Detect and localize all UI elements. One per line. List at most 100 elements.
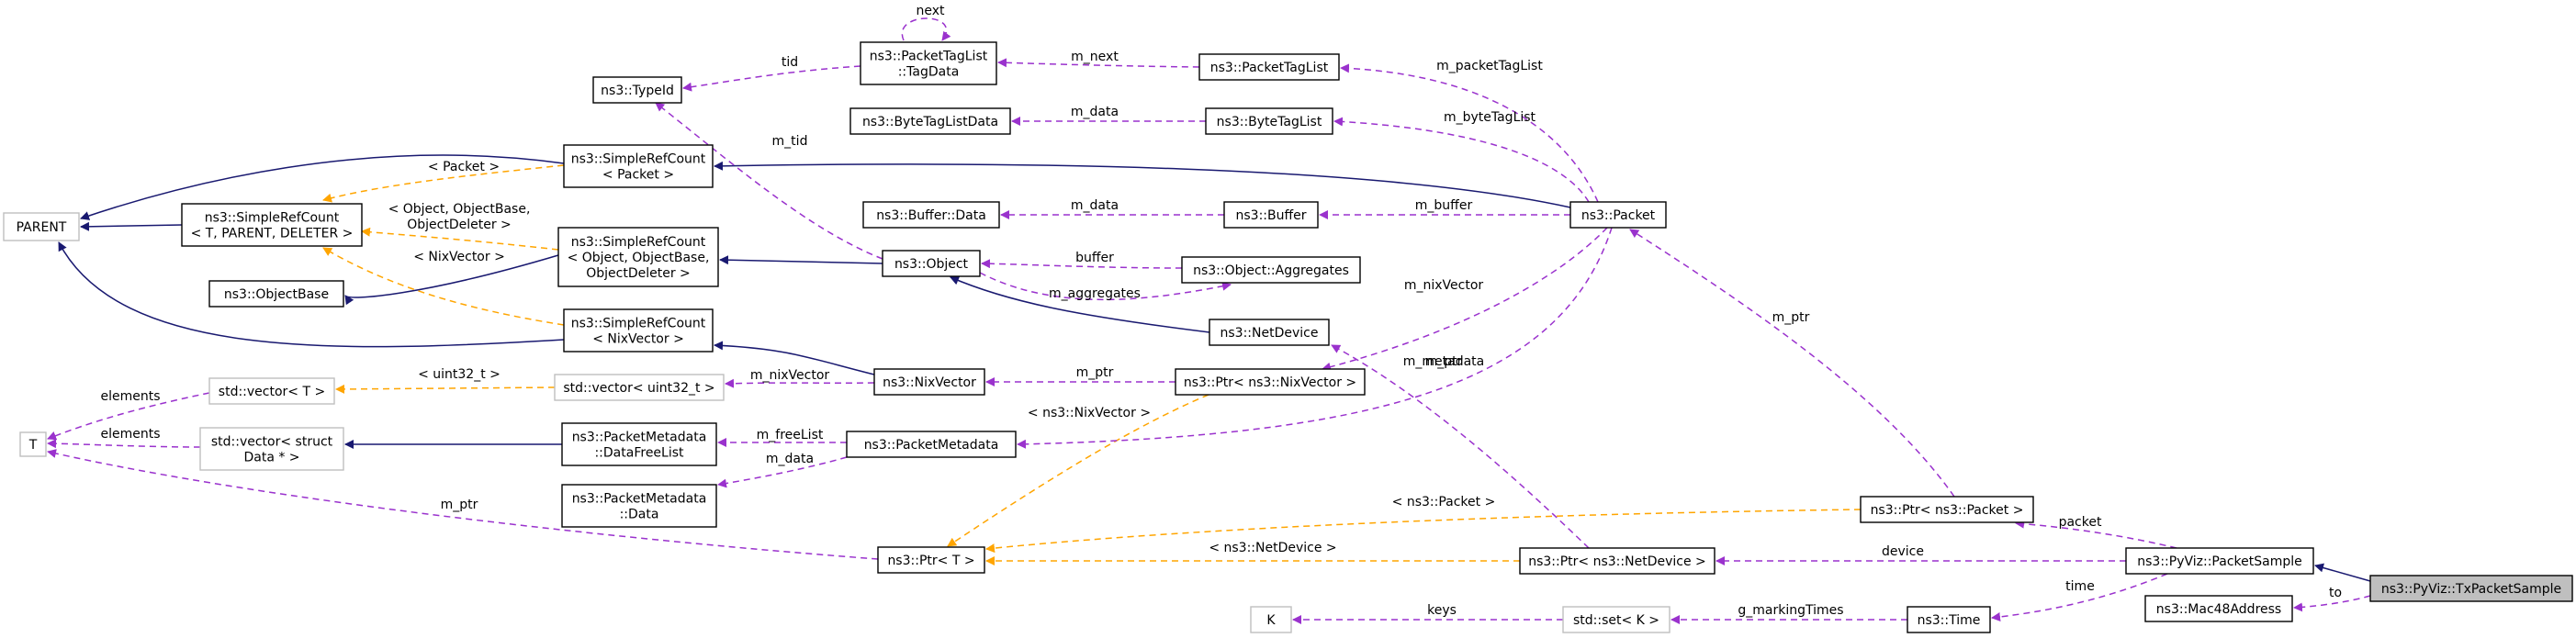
node-label: ns3::NixVector — [883, 375, 976, 390]
node-box — [561, 484, 717, 528]
node-ptr-netdevice[interactable]: ns3::Ptr< ns3::NetDevice > — [1519, 547, 1715, 575]
node-ptr-t[interactable]: ns3::Ptr< T > — [877, 546, 985, 574]
node-mac48-address[interactable]: ns3::Mac48Address — [2144, 595, 2293, 622]
edge-label-e45: to — [2329, 586, 2342, 600]
node-box — [846, 431, 1017, 458]
node-box — [1519, 547, 1715, 575]
node-std-vector-t[interactable]: std::vector< T > — [208, 377, 335, 405]
node-label: < T, PARENT, DELETER > — [191, 227, 354, 241]
node-simple-refcount-packet[interactable]: ns3::SimpleRefCount< Packet > — [563, 144, 714, 188]
node-std-vector-uint32[interactable]: std::vector< uint32_t > — [554, 374, 725, 401]
node-label: < Object, ObjectBase, — [568, 251, 710, 265]
edge-label-e43: keys — [1427, 603, 1457, 618]
node-box — [3, 212, 80, 241]
node-byte-tag-list[interactable]: ns3::ByteTagList — [1205, 107, 1333, 135]
node-net-device[interactable]: ns3::NetDevice — [1209, 319, 1330, 346]
node-parent[interactable]: PARENT — [3, 212, 80, 241]
edge-usage-e29 — [725, 378, 875, 388]
node-ptr-nixvector[interactable]: ns3::Ptr< ns3::NixVector > — [1175, 368, 1366, 396]
node-label: ns3::Buffer::Data — [876, 208, 986, 223]
node-box — [1175, 368, 1366, 396]
node-box — [563, 144, 714, 188]
edge-label-e19: elements — [100, 427, 160, 442]
node-label: ns3::PacketTagList — [1210, 61, 1329, 75]
node-ptr-packet[interactable]: ns3::Ptr< ns3::Packet > — [1860, 496, 2034, 523]
edge-label-e23: next — [916, 4, 945, 18]
node-packet[interactable]: ns3::Packet — [1569, 201, 1667, 229]
edge-label-e12: ObjectDeleter > — [407, 218, 512, 232]
node-simple-refcount-object[interactable]: ns3::SimpleRefCount< Object, ObjectBase,… — [557, 227, 719, 287]
edge-label-e22: m_tid — [772, 134, 808, 149]
node-label: ns3::PacketMetadata — [864, 438, 999, 453]
edge-label-e38: m_ptr — [1772, 310, 1810, 325]
edge-usage-e37 — [1017, 227, 1613, 449]
edge-usage-e23 — [901, 17, 951, 41]
node-object-aggregates[interactable]: ns3::Object::Aggregates — [1181, 256, 1361, 284]
edge-label-e36: m_nixVector — [1404, 278, 1484, 293]
edge-usage-e22 — [655, 102, 883, 260]
node-box — [1250, 606, 1292, 633]
edge-usage-e34 — [1333, 117, 1590, 203]
node-pyviz-tx-packet-sample[interactable]: ns3::PyViz::TxPacketSample — [2369, 575, 2573, 602]
node-k[interactable]: K — [1250, 606, 1292, 633]
edge-label-e35: m_buffer — [1415, 198, 1473, 213]
node-packet-tag-list-tagdata[interactable]: ns3::PacketTagList::TagData — [860, 41, 997, 85]
node-box — [862, 201, 1000, 229]
node-label: < NixVector > — [592, 332, 684, 347]
node-label: ns3::PacketMetadata — [572, 431, 707, 445]
node-box — [1205, 107, 1333, 135]
node-box — [1181, 256, 1361, 284]
node-object-base[interactable]: ns3::ObjectBase — [208, 280, 344, 308]
edge-label-e25: m_data — [1071, 105, 1119, 119]
node-buffer-data[interactable]: ns3::Buffer::Data — [862, 201, 1000, 229]
node-simple-refcount-generic[interactable]: ns3::SimpleRefCount< T, PARENT, DELETER … — [181, 203, 363, 247]
edge-template-e12 — [361, 227, 559, 251]
node-box — [199, 427, 344, 471]
edge-template-e13 — [322, 247, 565, 326]
edge-label-e30: m_ptr — [1076, 365, 1114, 380]
node-packet-metadata[interactable]: ns3::PacketMetadata — [846, 431, 1017, 458]
edges-layer: < Packet >< Object, ObjectBase,ObjectDel… — [47, 4, 2371, 624]
node-t[interactable]: T — [19, 431, 47, 457]
edge-template-e16 — [985, 509, 1862, 554]
node-label: ns3::PyViz::TxPacketSample — [2381, 582, 2561, 597]
node-nix-vector[interactable]: ns3::NixVector — [873, 368, 985, 396]
node-simple-refcount-nixvector[interactable]: ns3::SimpleRefCount< NixVector > — [563, 308, 714, 353]
node-label: ns3::SimpleRefCount — [571, 152, 706, 167]
edge-label-e31: m_freeList — [757, 428, 824, 442]
edge-inherit-e2 — [80, 154, 565, 220]
edge-label-e20: m_ptr — [441, 498, 478, 512]
node-label: ns3::TypeId — [601, 84, 674, 98]
node-label: std::set< K > — [1573, 613, 1659, 628]
node-box — [554, 374, 725, 401]
node-type-id[interactable]: ns3::TypeId — [592, 76, 682, 104]
node-label: std::vector< struct — [211, 435, 333, 450]
node-object[interactable]: ns3::Object — [882, 250, 981, 277]
node-label: ns3::Object::Aggregates — [1193, 263, 1349, 278]
edge-label-e15: < ns3::NixVector > — [1028, 406, 1151, 420]
node-box — [1569, 201, 1667, 229]
node-box — [1860, 496, 2034, 523]
node-label: T — [28, 438, 38, 453]
edge-label-e12: < Object, ObjectBase, — [388, 202, 531, 217]
node-label: ns3::ObjectBase — [224, 287, 329, 302]
node-time[interactable]: ns3::Time — [1907, 606, 1991, 633]
node-box — [873, 368, 985, 396]
node-box — [1198, 53, 1340, 81]
node-packet-metadata-freelist[interactable]: ns3::PacketMetadata::DataFreeList — [561, 422, 717, 466]
node-packet-tag-list[interactable]: ns3::PacketTagList — [1198, 53, 1340, 81]
node-pyviz-packet-sample[interactable]: ns3::PyViz::PacketSample — [2125, 547, 2314, 575]
node-byte-tag-list-data[interactable]: ns3::ByteTagListData — [849, 107, 1011, 135]
edge-usage-e33 — [1340, 63, 1599, 203]
node-box — [1209, 319, 1330, 346]
node-buffer[interactable]: ns3::Buffer — [1223, 201, 1319, 229]
node-box — [849, 107, 1011, 135]
node-std-set-k[interactable]: std::set< K > — [1562, 606, 1670, 633]
node-box — [557, 227, 719, 287]
edge-label-e33: m_packetTagList — [1436, 59, 1543, 73]
node-label: PARENT — [17, 220, 67, 235]
node-packet-metadata-data[interactable]: ns3::PacketMetadata::Data — [561, 484, 717, 528]
edge-usage-e42 — [1991, 573, 2168, 621]
